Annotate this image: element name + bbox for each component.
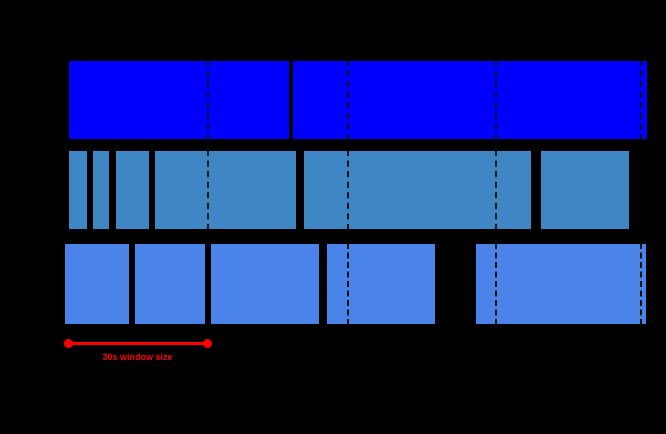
timeline-track-2 (0, 150, 666, 230)
timeline-segment[interactable] (134, 243, 206, 325)
timeline-segment[interactable] (92, 150, 110, 230)
timeline-segment[interactable] (68, 150, 88, 230)
timeline-segment[interactable] (326, 243, 436, 325)
timeline-segment[interactable] (303, 150, 532, 230)
timeline-track-3 (0, 243, 666, 325)
timeline-segment[interactable] (540, 150, 630, 230)
annotation-right-endpoint-icon (203, 339, 212, 348)
timeline-segment[interactable] (64, 243, 130, 325)
timeline-segment[interactable] (292, 60, 648, 140)
timeline-segment[interactable] (68, 60, 290, 140)
timeline-segment[interactable] (210, 243, 320, 325)
timeline-track-1 (0, 60, 666, 140)
timeline-segment[interactable] (154, 150, 297, 230)
timeline-segment[interactable] (475, 243, 647, 325)
timeline-segment[interactable] (115, 150, 150, 230)
annotation-label: 30s window size (102, 352, 173, 362)
window-size-annotation: 30s window size (0, 336, 666, 376)
annotation-left-endpoint-icon (64, 339, 73, 348)
annotation-bar (68, 342, 207, 345)
